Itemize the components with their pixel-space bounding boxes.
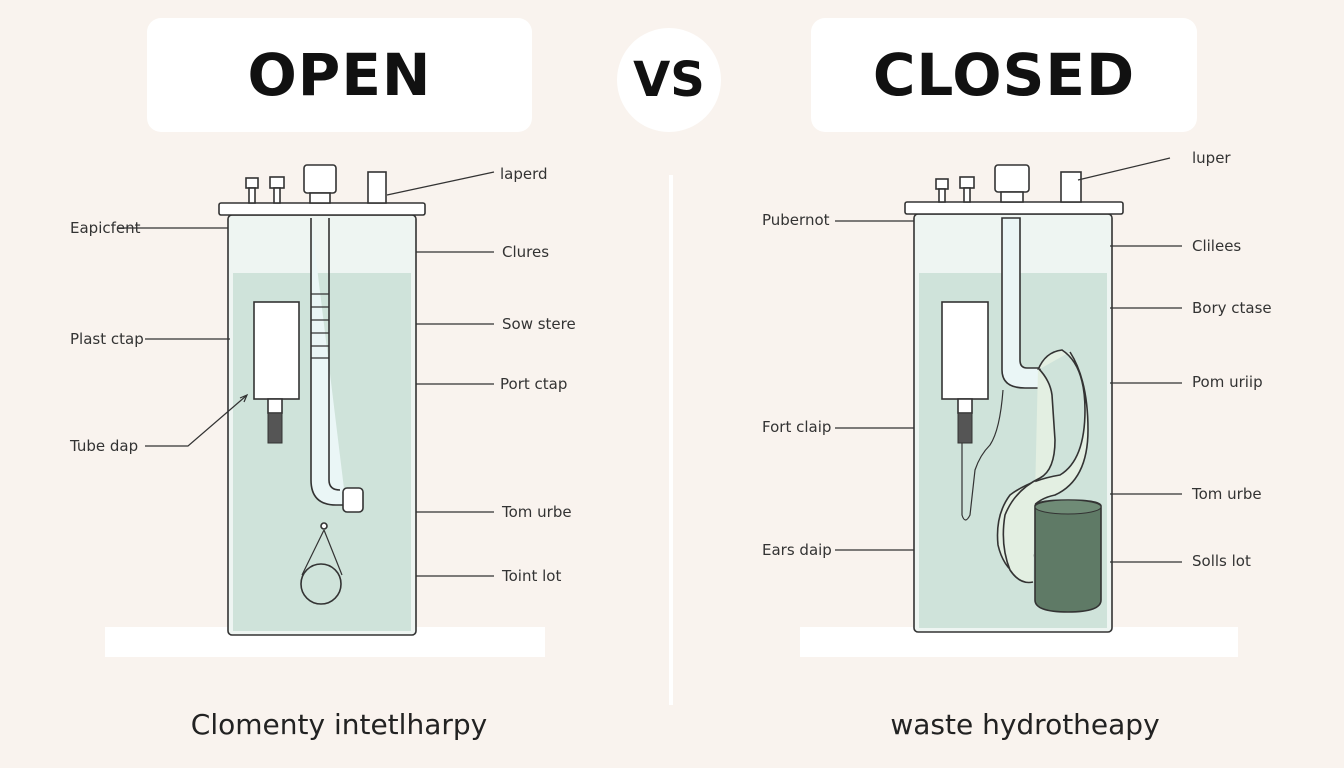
open-label-left-1: Eapicfent	[70, 219, 141, 237]
open-title: OPEN	[147, 18, 532, 132]
open-label-left-3: Tube dap	[69, 437, 138, 455]
closed-tank	[800, 164, 1238, 657]
closed-label-right-2: Clilees	[1192, 237, 1241, 255]
open-callout-lines	[118, 171, 495, 577]
open-tank	[105, 164, 545, 657]
vs-badge: VS	[617, 28, 721, 132]
closed-label-right-1: luper	[1192, 149, 1231, 167]
closed-label-left-2: Fort claip	[762, 418, 831, 436]
open-label-right-5: Tom urbe	[501, 503, 572, 521]
closed-label-left-1: Pubernot	[762, 211, 830, 229]
closed-caption: waste hydrotheapy	[890, 708, 1160, 741]
open-label-left-2: Plast ctap	[70, 330, 144, 348]
closed-label-left-3: Ears daip	[762, 541, 832, 559]
open-label-right-3: Sow stere	[502, 315, 576, 333]
open-label-right-1: laperd	[500, 165, 548, 183]
closed-title: CLOSED	[811, 18, 1197, 132]
closed-callout-lines	[835, 157, 1182, 563]
closed-label-right-6: Solls lot	[1192, 552, 1251, 570]
closed-label-right-3: Bory ctase	[1192, 299, 1272, 317]
open-label-right-4: Port ctap	[500, 375, 567, 393]
closed-label-right-5: Tom urbe	[1191, 485, 1262, 503]
open-label-right-2: Clures	[502, 243, 549, 261]
open-label-right-6: Toint lot	[501, 567, 561, 585]
closed-label-right-4: Pom uriip	[1192, 373, 1263, 391]
open-caption: Clomenty intetlharpy	[190, 708, 488, 741]
